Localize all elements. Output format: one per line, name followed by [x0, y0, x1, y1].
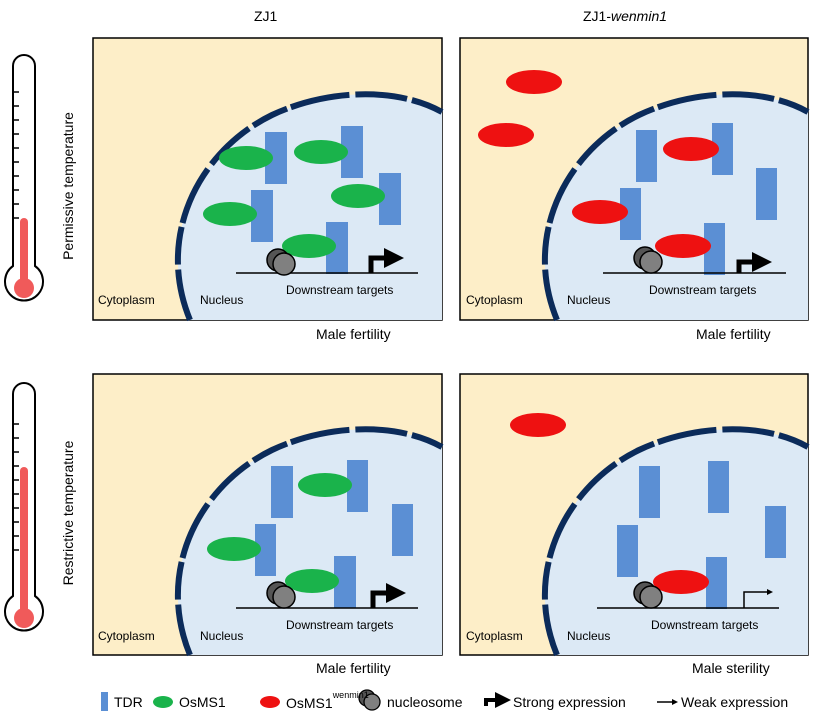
column-title-mutant-italic: wenmin1	[611, 8, 668, 24]
nucleus-label: Nucleus	[200, 293, 243, 307]
legend-osms1-mut-swatch	[260, 696, 280, 708]
cytoplasm-label: Cytoplasm	[98, 293, 155, 307]
downstream-label: Downstream targets	[286, 618, 393, 632]
nucleus-label: Nucleus	[200, 629, 243, 643]
nucleus-label: Nucleus	[567, 629, 610, 643]
legend-osms1-mut-text: OsMS1	[286, 694, 333, 711]
panel-wt-permissive: Cytoplasm Nucleus Downstream targets	[92, 37, 444, 322]
downstream-label: Downstream targets	[651, 618, 758, 632]
thermometer-permissive	[4, 54, 44, 302]
legend-strong-arrow	[484, 692, 511, 708]
cytoplasm-label: Cytoplasm	[98, 629, 155, 643]
legend-nucleosome-swatch	[363, 693, 381, 711]
outcome-wt-permissive: Male fertility	[316, 326, 391, 342]
column-title-wild-type: ZJ1	[254, 8, 278, 24]
column-title-mutant: ZJ1-wenmin1	[583, 8, 667, 24]
panel-mut-restrictive: Cytoplasm Nucleus Downstream targets	[459, 373, 810, 657]
downstream-label: Downstream targets	[286, 283, 393, 297]
cytoplasm-label: Cytoplasm	[466, 293, 523, 307]
legend-tdr-swatch	[101, 692, 108, 711]
outcome-mut-permissive: Male fertility	[696, 326, 771, 342]
downstream-label: Downstream targets	[649, 283, 756, 297]
panel-mut-permissive: Cytoplasm Nucleus Downstream targets	[459, 37, 810, 322]
legend-strong-label: Strong expression	[513, 694, 626, 710]
legend-weak-label: Weak expression	[681, 694, 789, 710]
legend-symbols	[101, 689, 678, 711]
panel-wt-restrictive: Cytoplasm Nucleus Downstream targets	[92, 373, 444, 657]
legend-osms1-swatch	[153, 696, 173, 708]
outcome-mut-restrictive: Male sterility	[692, 660, 770, 676]
legend-osms1-mut-label: OsMS1wenmin1	[286, 690, 369, 711]
legend-tdr-label: TDR	[114, 694, 143, 710]
legend-osms1-mut-sup: wenmin1	[332, 690, 369, 700]
nucleus-label: Nucleus	[567, 293, 610, 307]
legend-nucleosome-label: nucleosome	[387, 694, 463, 710]
outcome-wt-restrictive: Male fertility	[316, 660, 391, 676]
thermometer-restrictive	[4, 382, 44, 632]
legend-osms1-label: OsMS1	[179, 694, 226, 710]
column-title-mutant-prefix: ZJ1-	[583, 8, 611, 24]
cytoplasm-label: Cytoplasm	[466, 629, 523, 643]
